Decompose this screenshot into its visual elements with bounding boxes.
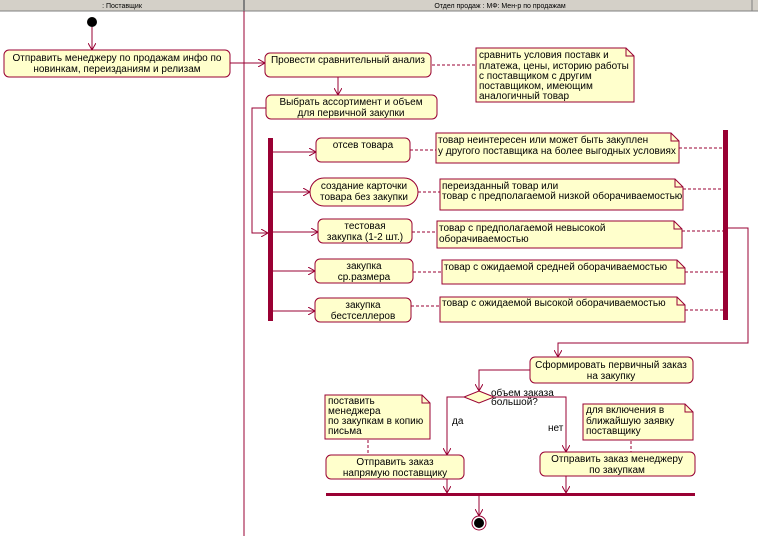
- note-text: оборачиваемостью: [439, 233, 529, 245]
- activity-screen-out[interactable]: отсев товара: [315, 137, 411, 163]
- activity-medium-purchase[interactable]: закупка ср.размера: [314, 258, 414, 284]
- activity-text: Отправить заказ менеджеру: [551, 454, 683, 465]
- note-text: товар с ожидаемой средней оборачиваемост…: [444, 261, 668, 273]
- note-text: поставить: [328, 396, 375, 407]
- note-text: с поставщиком с другим: [479, 71, 592, 82]
- activity-text: закупка (1-2 шт.): [327, 232, 403, 243]
- activity-text: Сформировать первичный заказ: [535, 359, 687, 371]
- note-text: товар с ожидаемой высокой оборачиваемост…: [442, 297, 666, 309]
- fork-bar: [268, 138, 273, 321]
- activity-text: для первичной закупки: [298, 108, 405, 119]
- guard-yes: да: [452, 416, 464, 427]
- note-medium-purchase: товар с ожидаемой средней оборачиваемост…: [441, 259, 686, 285]
- note-bestseller-purchase: товар с ожидаемой высокой оборачиваемост…: [439, 296, 686, 323]
- note-text: переизданный товар или: [442, 181, 558, 192]
- note-text: сравнить условия поставк и: [479, 50, 609, 61]
- note-test-purchase: товар с предполагаемой невысокой оборачи…: [436, 220, 683, 249]
- activity-send-direct[interactable]: Отправить заказ напрямую поставщику: [325, 454, 465, 480]
- decision-label: большой?: [491, 396, 538, 408]
- note-text: товар с предполагаемой невысокой: [439, 223, 605, 234]
- note-direct: поставить менеджера по закупкам в копию …: [324, 394, 431, 440]
- activity-send-to-manager[interactable]: Отправить заказ менеджеру по закупкам: [539, 451, 696, 477]
- activity-test-purchase[interactable]: тестовая закупка (1-2 шт.): [317, 218, 413, 244]
- activity-create-card[interactable]: создание карточки товара без закупки: [309, 177, 419, 207]
- swimlane-sales-label: Отдел продаж : МФ: Мен-р по продажам: [434, 3, 566, 10]
- note-text: товар с предполагаемой низкой оборачивае…: [442, 190, 683, 202]
- note-analysis: сравнить условия поставк и платежа, цены…: [475, 47, 635, 103]
- activity-text: ср.размера: [338, 272, 391, 283]
- activity-text: товара без закупки: [320, 191, 408, 203]
- note-text: товар неинтересен или может быть закупле…: [438, 134, 648, 146]
- swimlane-header-bar: [0, 0, 758, 11]
- activity-text: Отправить заказ: [356, 457, 434, 468]
- note-screen-out: товар неинтересен или может быть закупле…: [435, 132, 680, 164]
- activity-text: закупка: [345, 300, 381, 311]
- activity-text: новинкам, переизданиям и релизам: [33, 64, 200, 75]
- note-text: у другого поставщика на более выгодных у…: [438, 145, 676, 157]
- note-create-card: переизданный товар или товар с предполаг…: [439, 178, 684, 211]
- activity-text: напрямую поставщику: [343, 468, 447, 479]
- note-text: платежа, цены, историю работы: [479, 60, 629, 72]
- note-text: менеджера: [328, 406, 381, 417]
- note-to-manager: для включения в ближайшую заявку поставщ…: [582, 403, 694, 441]
- note-text: поставщиком, имеющим: [479, 81, 593, 92]
- activity-bestseller-purchase[interactable]: закупка бестселлеров: [314, 297, 412, 323]
- note-text: аналогичный товар: [479, 91, 569, 102]
- guard-no: нет: [548, 423, 564, 434]
- activity-text: на закупку: [587, 371, 635, 382]
- note-text: письма: [328, 426, 362, 437]
- swimlane-supplier-label: : Поставщик: [102, 3, 143, 10]
- activity-text: бестселлеров: [331, 310, 396, 322]
- join-bar: [723, 130, 728, 320]
- decision-node: [462, 390, 496, 404]
- activity-text: Отправить менеджеру по продажам инфо по: [12, 52, 221, 64]
- activity-text: создание карточки: [321, 181, 407, 192]
- activity-text: Провести сравнительный анализ: [271, 55, 425, 66]
- activity-send-info[interactable]: Отправить менеджеру по продажам инфо по …: [3, 49, 231, 78]
- activity-text: отсев товара: [333, 140, 394, 151]
- activity-form-order[interactable]: Сформировать первичный заказ на закупку: [529, 356, 694, 384]
- activity-choose-assortment[interactable]: Выбрать ассортимент и объем для первично…: [265, 94, 438, 120]
- note-text: по закупкам в копию: [328, 416, 424, 427]
- activity-text: Выбрать ассортимент и объем: [279, 96, 422, 108]
- activity-text: по закупкам: [589, 465, 645, 476]
- note-text: поставщику: [586, 426, 641, 437]
- start-node: [87, 17, 97, 27]
- activity-text: закупка: [346, 261, 382, 272]
- end-node: [471, 515, 487, 531]
- activity-text: тестовая: [344, 221, 385, 232]
- note-text: для включения в: [586, 405, 664, 416]
- decision-label: объем заказа: [491, 387, 554, 399]
- note-text: ближайшую заявку: [586, 415, 674, 427]
- join-bar-final: [326, 493, 695, 496]
- activity-analysis[interactable]: Провести сравнительный анализ: [264, 52, 432, 78]
